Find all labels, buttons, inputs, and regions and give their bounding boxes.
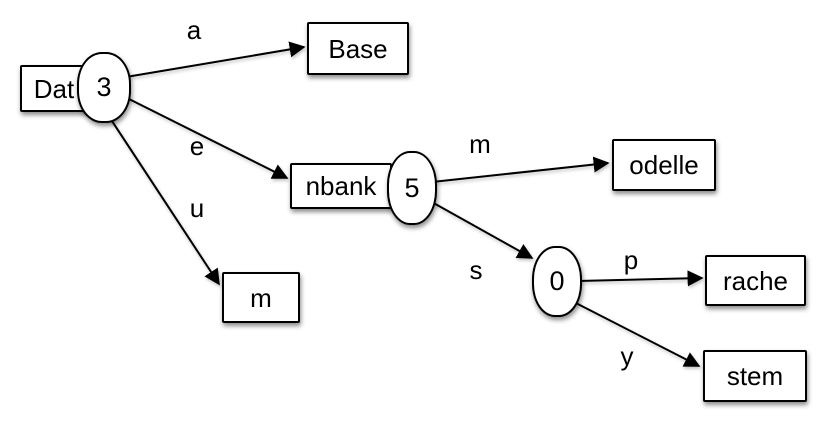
edge-a-line [125, 41, 306, 78]
edge-label-s: s [469, 255, 483, 285]
node-box-m: m [222, 272, 300, 323]
edge-label-e: e [189, 131, 205, 161]
node-count-s: 0 [532, 246, 582, 317]
edge-e-line [126, 97, 289, 179]
edge-y-line [569, 299, 701, 367]
node-box-odelle: odelle [612, 139, 716, 191]
node-box-stem: stem [703, 350, 807, 402]
edge-label-u: u [189, 193, 205, 223]
node-box-rache: rache [705, 255, 806, 306]
node-count-dat: 3 [77, 52, 131, 123]
edge-p-line [577, 270, 704, 287]
edge-s-line [429, 200, 534, 259]
node-box-nbank: nbank [290, 163, 392, 209]
node-count-nbank: 5 [387, 151, 437, 225]
edge-label-m: m [469, 129, 491, 159]
node-box-base: Base [307, 22, 409, 75]
node-box-dat: Dat [20, 65, 88, 112]
edge-label-p: p [623, 245, 639, 275]
edge-u-line [109, 117, 220, 286]
edge-label-y: y [620, 341, 634, 371]
edge-m-line [431, 156, 610, 183]
edge-label-a: a [186, 15, 202, 45]
